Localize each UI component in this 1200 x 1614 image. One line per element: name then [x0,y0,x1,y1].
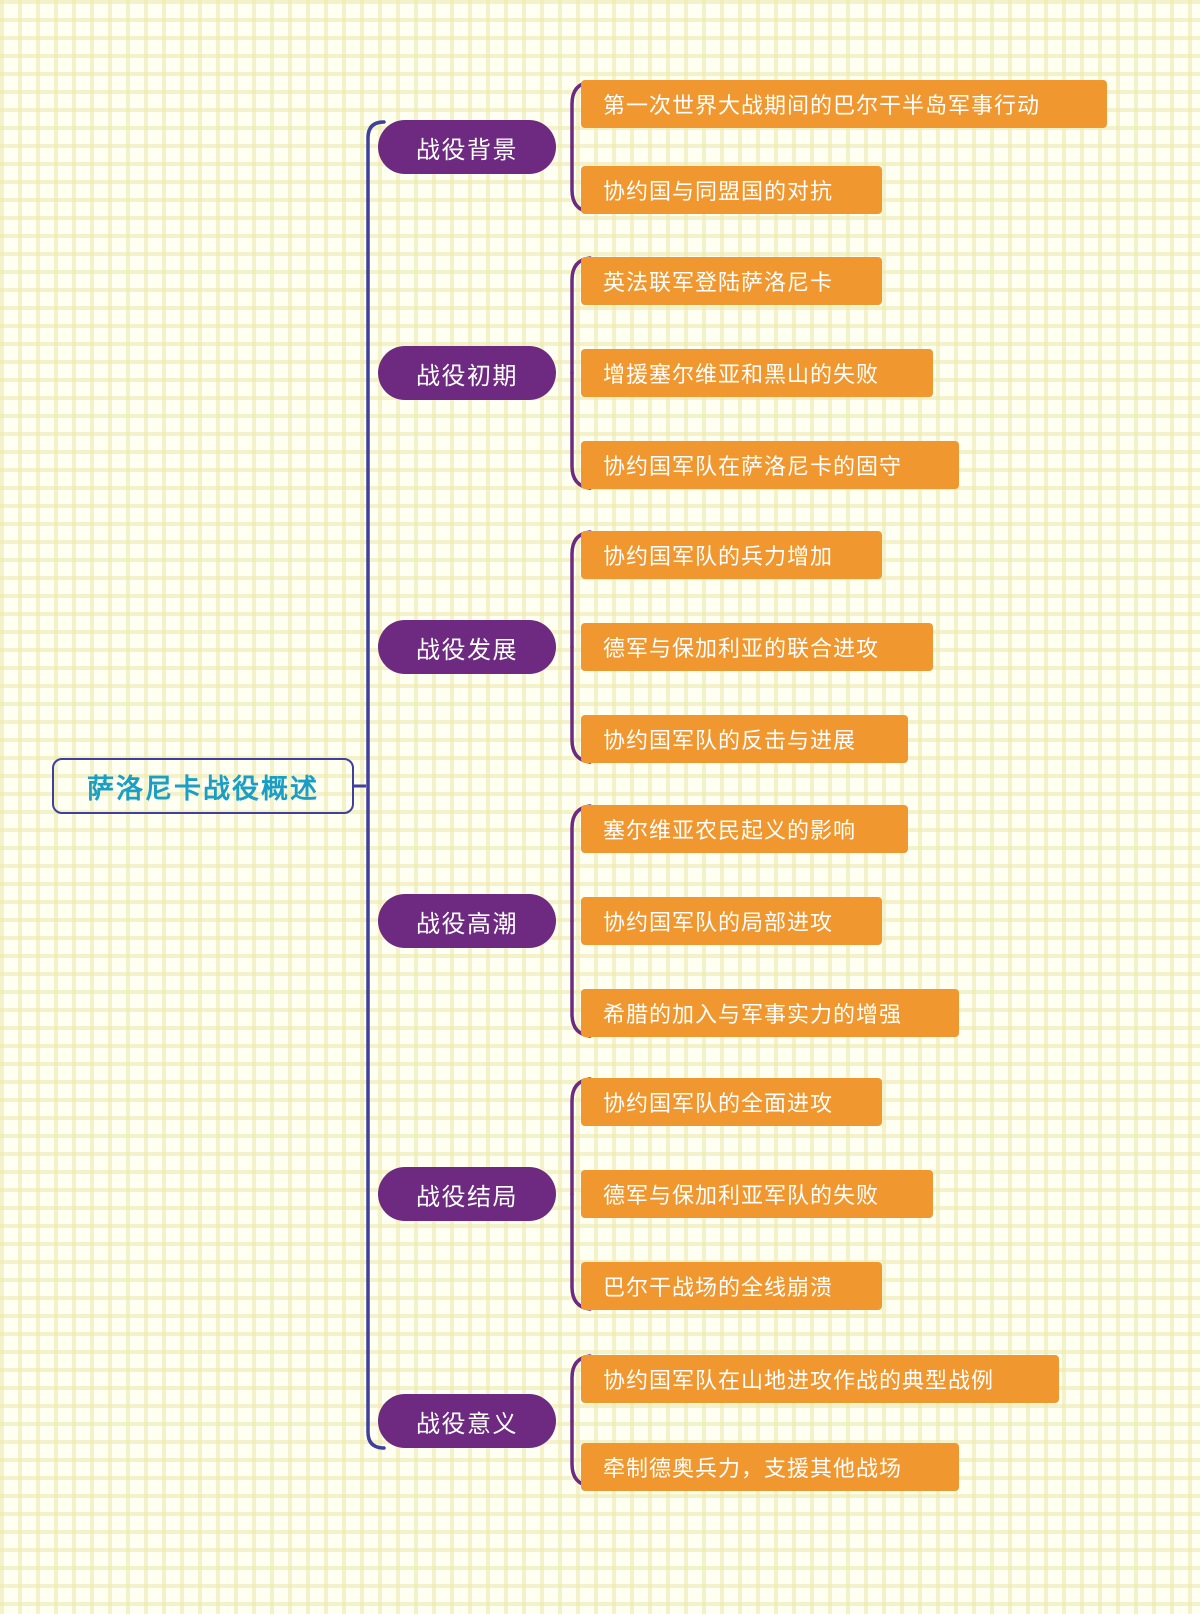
leaf-node-2-2-label: 增援塞尔维亚和黑山的失败 [603,362,880,387]
leaf-node-1-2[interactable]: 协约国与同盟国的对抗 [581,166,882,214]
branch-node-3[interactable]: 战役发展 [378,620,556,674]
leaf-node-3-1[interactable]: 协约国军队的兵力增加 [581,531,882,579]
branch-node-5[interactable]: 战役结局 [378,1167,556,1221]
leaf-node-4-1-label: 塞尔维亚农民起义的影响 [603,818,857,843]
branch-node-5-label: 战役结局 [416,1183,518,1211]
leaf-node-6-1[interactable]: 协约国军队在山地进攻作战的典型战例 [581,1355,1059,1403]
leaf-node-6-1-label: 协约国军队在山地进攻作战的典型战例 [603,1368,995,1393]
branch-node-1-label: 战役背景 [416,136,518,164]
leaf-node-2-1-label: 英法联军登陆萨洛尼卡 [603,270,834,295]
branch-node-4[interactable]: 战役高潮 [378,894,556,948]
branch-node-6-label: 战役意义 [416,1410,518,1438]
main-spine [366,120,386,1450]
branch-node-2[interactable]: 战役初期 [378,346,556,400]
leaf-node-3-3-label: 协约国军队的反击与进展 [603,728,857,753]
branch-node-1[interactable]: 战役背景 [378,120,556,174]
branch-node-2-label: 战役初期 [416,362,518,390]
leaf-node-2-1[interactable]: 英法联军登陆萨洛尼卡 [581,257,882,305]
leaf-node-3-1-label: 协约国军队的兵力增加 [603,544,834,569]
leaf-node-3-3[interactable]: 协约国军队的反击与进展 [581,715,908,763]
leaf-node-2-2[interactable]: 增援塞尔维亚和黑山的失败 [581,349,933,397]
leaf-node-3-2-label: 德军与保加利亚的联合进攻 [603,636,880,661]
branch-node-4-label: 战役高潮 [416,910,518,938]
leaf-node-6-2-label: 牵制德奥兵力，支援其他战场 [603,1456,903,1481]
root-node[interactable]: 萨洛尼卡战役概述 [52,758,354,814]
root-node-label: 萨洛尼卡战役概述 [87,773,319,804]
leaf-node-5-2[interactable]: 德军与保加利亚军队的失败 [581,1170,933,1218]
leaf-node-5-3[interactable]: 巴尔干战场的全线崩溃 [581,1262,882,1310]
branch-node-6[interactable]: 战役意义 [378,1394,556,1448]
leaf-node-1-1-label: 第一次世界大战期间的巴尔干半岛军事行动 [603,93,1041,118]
leaf-node-1-2-label: 协约国与同盟国的对抗 [603,179,834,204]
leaf-node-4-2-label: 协约国军队的局部进攻 [603,910,834,935]
leaf-node-6-2[interactable]: 牵制德奥兵力，支援其他战场 [581,1443,959,1491]
leaf-node-5-1-label: 协约国军队的全面进攻 [603,1091,834,1116]
leaf-node-4-3[interactable]: 希腊的加入与军事实力的增强 [581,989,959,1037]
leaf-node-2-3[interactable]: 协约国军队在萨洛尼卡的固守 [581,441,959,489]
leaf-node-4-3-label: 希腊的加入与军事实力的增强 [603,1002,903,1027]
leaf-node-5-1[interactable]: 协约国军队的全面进攻 [581,1078,882,1126]
branch-node-3-label: 战役发展 [416,636,518,664]
leaf-node-3-2[interactable]: 德军与保加利亚的联合进攻 [581,623,933,671]
leaf-node-2-3-label: 协约国军队在萨洛尼卡的固守 [603,454,903,479]
leaf-node-5-3-label: 巴尔干战场的全线崩溃 [603,1275,834,1300]
leaf-node-4-1[interactable]: 塞尔维亚农民起义的影响 [581,805,908,853]
leaf-node-1-1[interactable]: 第一次世界大战期间的巴尔干半岛军事行动 [581,80,1107,128]
leaf-node-5-2-label: 德军与保加利亚军队的失败 [603,1183,880,1208]
leaf-node-4-2[interactable]: 协约国军队的局部进攻 [581,897,882,945]
